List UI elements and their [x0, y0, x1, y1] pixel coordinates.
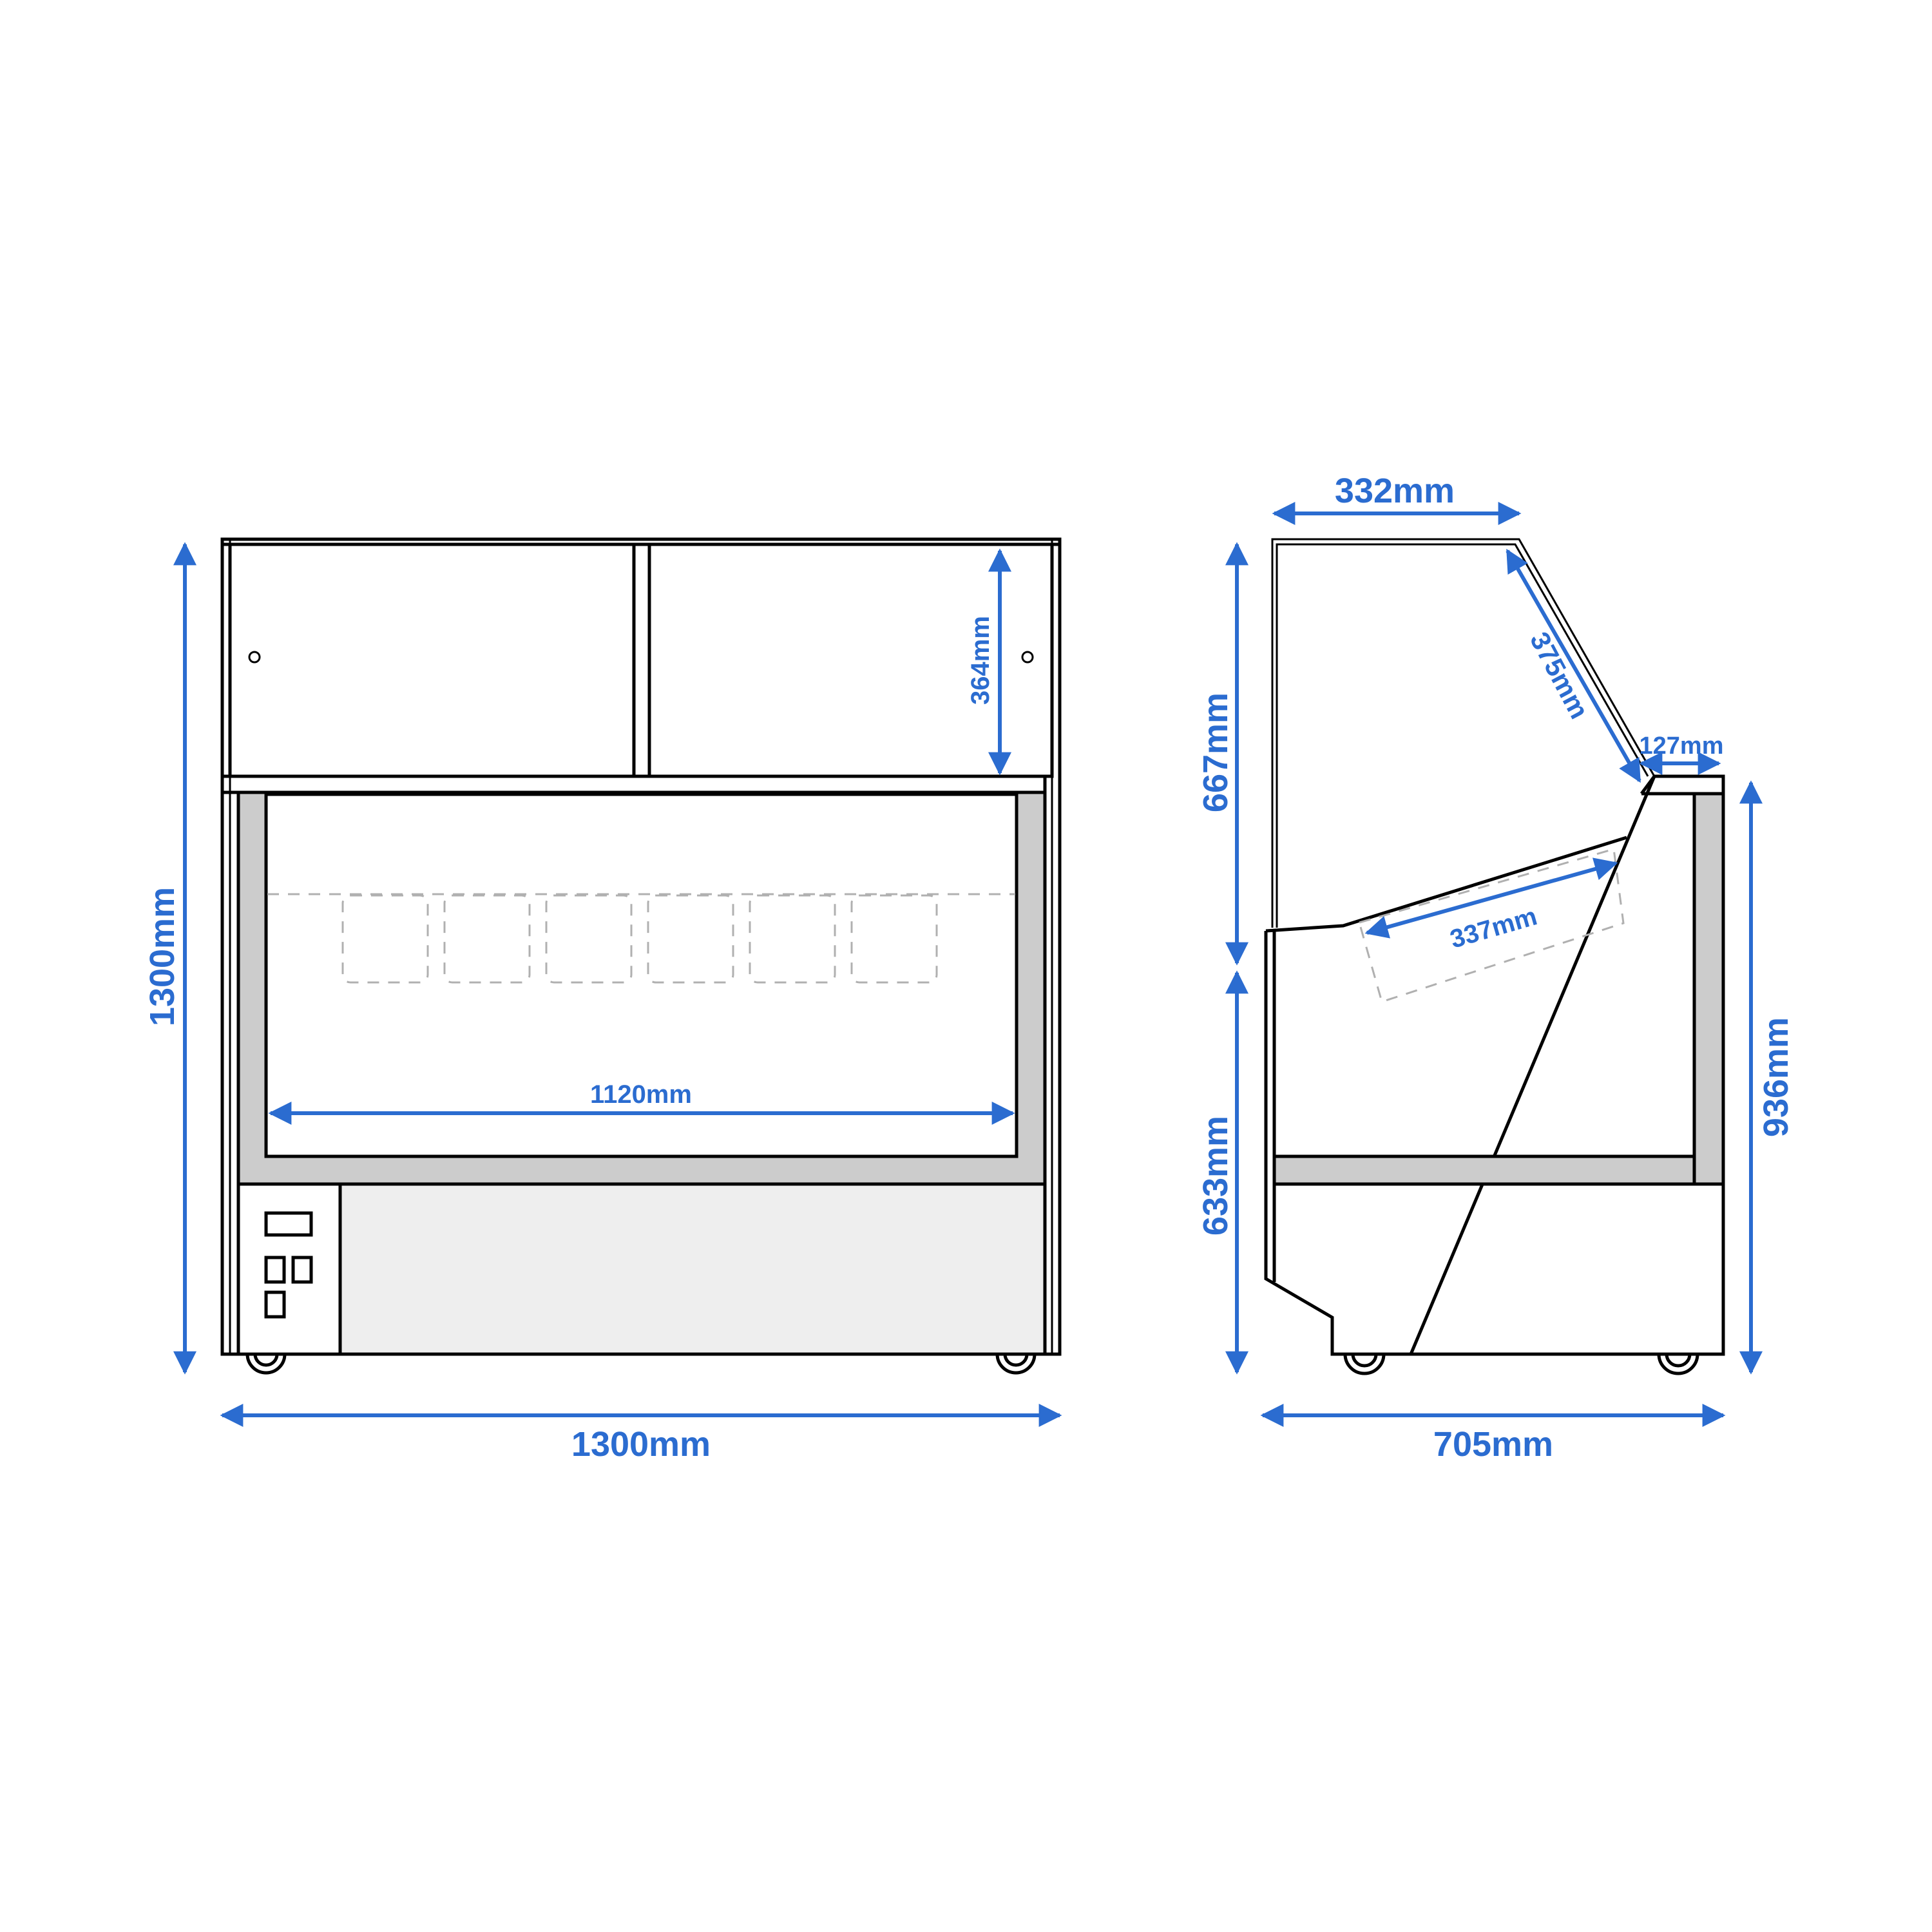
label-lower-height: 633mm: [1196, 1116, 1235, 1236]
front-caster-right: [995, 1353, 1037, 1375]
side-body: [1264, 774, 1725, 1356]
front-base: [236, 1182, 1047, 1356]
label-glass-height: 364mm: [966, 616, 995, 705]
dim-counter-height: 936mm: [1739, 780, 1795, 1375]
dim-side-depth: 705mm: [1260, 1404, 1726, 1464]
side-caster-front: [1343, 1353, 1386, 1375]
dim-lower-height: 633mm: [1196, 970, 1248, 1375]
dim-front-height: 1300mm: [143, 542, 196, 1375]
label-front-width: 1300mm: [571, 1425, 711, 1464]
dim-upper-height: 667mm: [1196, 542, 1248, 966]
dim-top-width: 332mm: [1272, 472, 1522, 525]
control-panel: [236, 1182, 342, 1356]
label-upper-height: 667mm: [1196, 693, 1235, 812]
left-glass-door[interactable]: [228, 542, 636, 778]
control-button-icon[interactable]: [264, 1256, 286, 1284]
dim-inner-width: 1120mm: [268, 1080, 1015, 1125]
side-body-outline: [1264, 774, 1725, 1356]
dim-slanted-glass: 375mm: [1506, 548, 1641, 783]
control-button-icon[interactable]: [264, 1290, 286, 1319]
dim-glass-height: 364mm: [966, 548, 1011, 776]
front-view: 1300mm 1300mm 364mm 1120mm: [143, 537, 1062, 1464]
label-pan-depth: 337mm: [1447, 902, 1540, 953]
label-front-height: 1300mm: [143, 887, 182, 1026]
label-side-depth: 705mm: [1433, 1425, 1553, 1464]
control-display-icon: [264, 1211, 313, 1237]
label-counter-height: 936mm: [1757, 1017, 1795, 1137]
side-shelf-band: [1272, 1154, 1696, 1186]
side-caster-rear: [1657, 1353, 1699, 1375]
side-view: 332mm 375mm 127mm 337mm 667mm 633mm 936m…: [1196, 472, 1795, 1464]
dim-top-ledge: 127mm: [1639, 732, 1724, 775]
front-caster-left: [245, 1353, 287, 1375]
side-slant-line: [1409, 776, 1656, 1355]
dim-front-width: 1300mm: [220, 1404, 1062, 1464]
front-display-tub: [220, 774, 1047, 1186]
left-door-handle-icon: [248, 651, 261, 664]
right-door-handle-icon: [1021, 651, 1034, 664]
label-top-width: 332mm: [1335, 472, 1455, 510]
label-top-ledge: 127mm: [1640, 732, 1724, 760]
control-button-icon[interactable]: [291, 1256, 313, 1284]
tub-inner-window: [264, 792, 1019, 1158]
front-glass-section: [222, 542, 1060, 778]
side-pan-dashed: [1358, 848, 1625, 1003]
base-panel: [338, 1182, 1047, 1356]
label-inner-width: 1120mm: [590, 1080, 692, 1109]
side-gray-column: [1692, 792, 1725, 1186]
